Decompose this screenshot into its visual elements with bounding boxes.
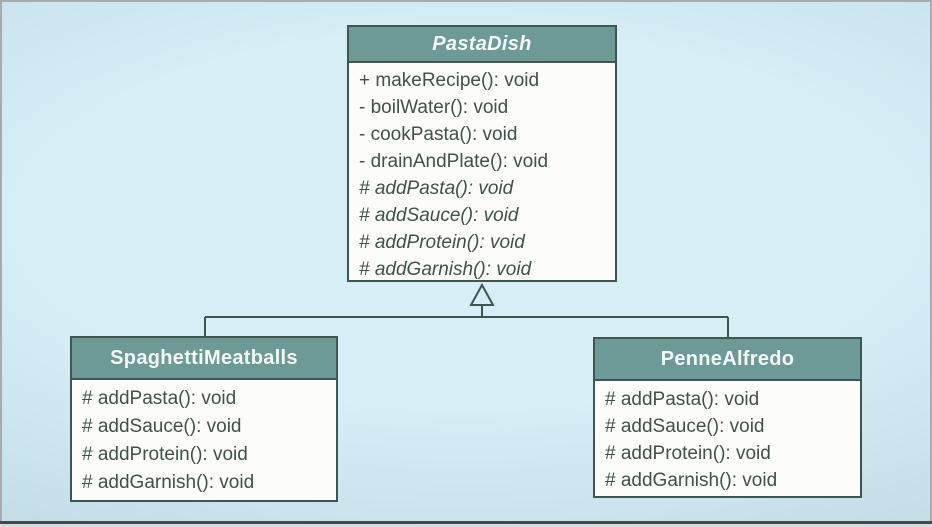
window-bottom-padding xyxy=(0,524,932,527)
class-methods-pastadish: + makeRecipe(): void - boilWater(): void… xyxy=(349,63,615,287)
method-line: # addProtein(): void xyxy=(82,444,248,465)
method-line: # addSauce(): void xyxy=(605,416,765,437)
method-line: # addGarnish(): void xyxy=(605,470,778,491)
method-line: # addProtein(): void xyxy=(605,443,771,464)
method-line: # addSauce(): void xyxy=(82,416,242,437)
method-line-abstract: # addSauce(): void xyxy=(359,205,519,226)
class-title-spaghettimeatballs: SpaghettiMeatballs xyxy=(72,338,336,380)
method-line: - cookPasta(): void xyxy=(359,124,518,145)
class-box-pennealfredo: PenneAlfredo # addPasta(): void # addSau… xyxy=(593,337,862,498)
window-bottom-border xyxy=(0,521,932,524)
method-line-abstract: # addPasta(): void xyxy=(359,178,514,199)
method-line: - boilWater(): void xyxy=(359,97,509,118)
class-box-pastadish: PastaDish + makeRecipe(): void - boilWat… xyxy=(347,25,617,282)
method-line: - drainAndPlate(): void xyxy=(359,151,549,172)
method-line: # addGarnish(): void xyxy=(82,472,255,493)
class-methods-spaghettimeatballs: # addPasta(): void # addSauce(): void # … xyxy=(72,380,336,501)
method-line-abstract: # addGarnish(): void xyxy=(359,259,532,280)
method-line: # addPasta(): void xyxy=(82,388,237,409)
class-title-pastadish: PastaDish xyxy=(349,27,615,63)
class-title-pennealfredo: PenneAlfredo xyxy=(595,339,860,381)
class-methods-pennealfredo: # addPasta(): void # addSauce(): void # … xyxy=(595,381,860,498)
method-line: # addPasta(): void xyxy=(605,389,760,410)
class-box-spaghettimeatballs: SpaghettiMeatballs # addPasta(): void # … xyxy=(70,336,338,502)
method-line: + makeRecipe(): void xyxy=(359,70,540,91)
method-line-abstract: # addProtein(): void xyxy=(359,232,525,253)
